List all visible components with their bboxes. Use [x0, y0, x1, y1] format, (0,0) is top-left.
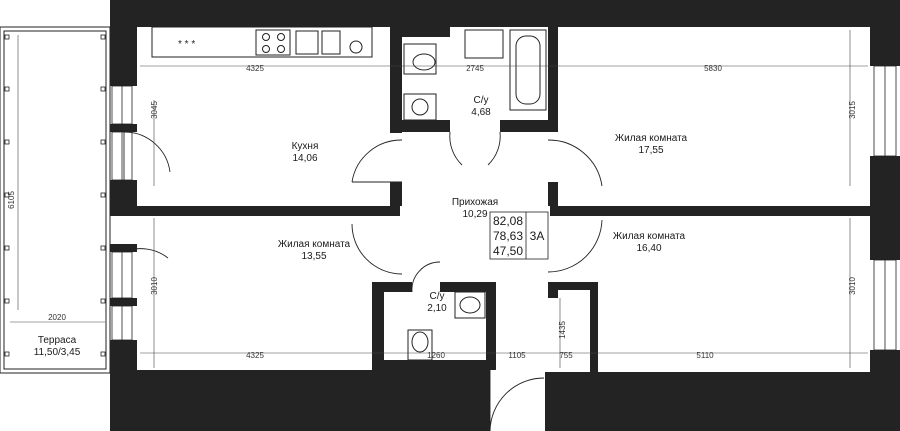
living1-area: 17,55	[638, 145, 663, 156]
dim-bottom-living3: 5110	[696, 351, 714, 360]
windows	[111, 65, 897, 351]
dim-top-bath: 2745	[466, 64, 484, 73]
terrace-name: Терраса	[38, 335, 77, 346]
stove-dots-icon: * * *	[178, 39, 195, 50]
doors	[123, 131, 603, 431]
kitchen-counter: * * *	[151, 26, 373, 58]
living3-area: 16,40	[636, 243, 661, 254]
dim-niche: 1435	[558, 321, 567, 339]
terrace-area: 11,50/3,45	[34, 347, 81, 358]
summary-living-area: 47,50	[493, 244, 523, 258]
dim-bottom-living2: 4325	[246, 351, 264, 360]
bathroom1-fixtures	[403, 29, 547, 121]
bathroom1-name: С/у	[474, 95, 489, 106]
bathroom2-area: 2,10	[427, 303, 447, 314]
bathroom2-name: С/у	[430, 291, 445, 302]
dim-right-living1: 3015	[848, 101, 857, 119]
sink-icon	[295, 30, 319, 55]
washbasin-icon	[464, 29, 504, 59]
dim-left-living2: 3010	[150, 277, 159, 295]
summary-total-area: 82,08	[493, 214, 523, 228]
basin2-icon	[454, 291, 486, 319]
toilet2-icon	[407, 329, 433, 361]
summary-area-2: 78,63	[493, 229, 523, 243]
dim-bottom-hall: 1105	[508, 351, 526, 360]
dimension-lines	[140, 30, 868, 368]
dim-left-kitchen: 3045	[150, 101, 159, 119]
dim-right-living3: 3010	[848, 277, 857, 295]
terrace: 6105 2020 Терраса 11,50/3,45	[0, 26, 111, 374]
dim-bottom-corr: 755	[559, 351, 573, 360]
dim-bottom-bath2: 1260	[427, 351, 445, 360]
kitchen-name: Кухня	[292, 141, 319, 152]
terrace-railing	[3, 30, 107, 370]
toilet-icon	[403, 43, 437, 75]
dim-top-living: 5830	[704, 64, 722, 73]
living1-name: Жилая комната	[615, 133, 688, 144]
hall-area: 10,29	[462, 209, 487, 220]
kitchen-area: 14,06	[292, 153, 317, 164]
walls	[110, 0, 900, 431]
terrace-height-dim: 6105	[7, 191, 16, 209]
living3-name: Жилая комната	[613, 231, 686, 242]
bathroom2-fixtures	[407, 291, 486, 361]
terrace-width-dim: 2020	[48, 313, 66, 322]
living2-area: 13,55	[301, 251, 326, 262]
terrace-posts	[4, 34, 106, 357]
bathtub-icon	[509, 29, 547, 111]
living2-name: Жилая комната	[278, 239, 351, 250]
hall-name: Прихожая	[452, 197, 498, 208]
bathroom1-area: 4,68	[471, 107, 491, 118]
dim-top-kitchen: 4325	[246, 64, 264, 73]
washer-icon	[403, 93, 437, 121]
summary-box: 82,08 78,63 47,50 3А	[489, 211, 549, 260]
summary-type: 3А	[530, 229, 545, 243]
